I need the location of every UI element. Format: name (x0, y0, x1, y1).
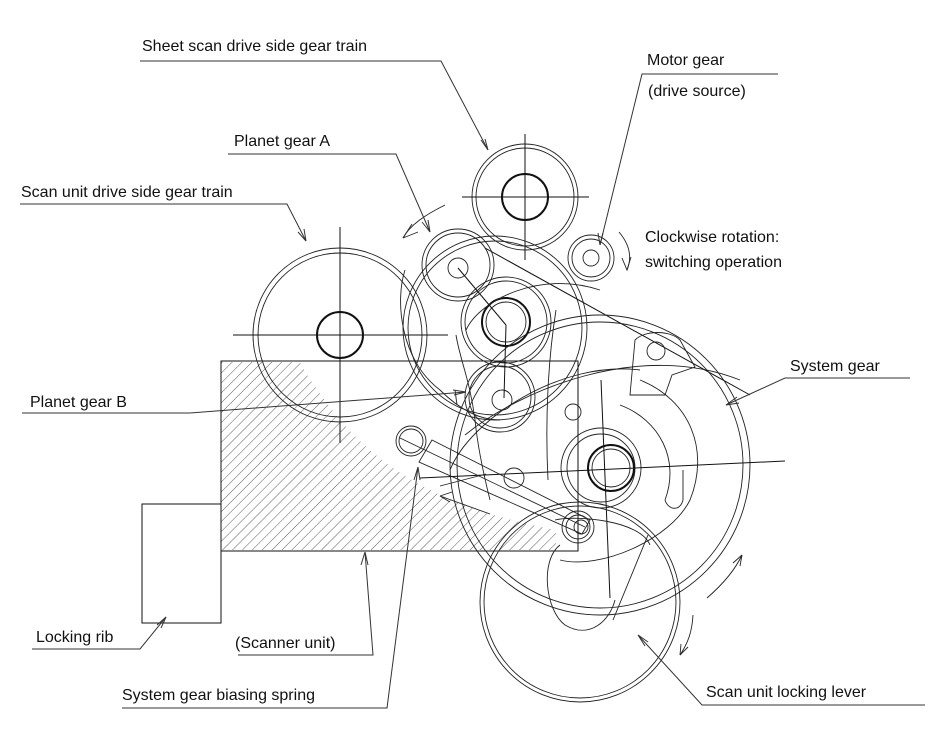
sun-gear (460, 276, 552, 368)
motor-gear (567, 234, 615, 282)
carrier-arm (455, 267, 601, 501)
rotation-arrow-system (706, 554, 743, 599)
planet-carrier-ring (400, 235, 588, 421)
label-locking-rib: Locking rib (36, 629, 113, 646)
scan-unit-locking-lever (479, 501, 681, 703)
planet-gear-b (464, 361, 536, 433)
rotation-arrow-lever (679, 614, 694, 656)
label-planet-gear-a: Planet gear A (234, 133, 330, 150)
label-locking-lever: Scan unit locking lever (706, 684, 867, 701)
label-planet-gear-b: Planet gear B (30, 394, 127, 411)
locking-rib (141, 503, 222, 624)
system-gear-biasing-spring (395, 425, 591, 535)
label-drive-source: (drive source) (648, 83, 746, 100)
leader-lines (20, 60, 925, 709)
scanner-unit (220, 360, 579, 552)
rotation-arrow-a-head (402, 223, 419, 239)
label-biasing-spring: System gear biasing spring (122, 687, 315, 704)
label-clockwise-rotation: Clockwise rotation: (645, 229, 779, 246)
label-scanner-unit: (Scanner unit) (235, 635, 336, 652)
link-line (484, 247, 751, 396)
scan-unit-drive-gear (233, 227, 448, 443)
scanner-unit-hatch (221, 362, 556, 550)
label-scan-unit-train: Scan unit drive side gear train (21, 184, 233, 201)
label-system-gear: System gear (790, 358, 880, 375)
clockwise-arrow-head (621, 256, 632, 272)
label-switching-operation: switching operation (645, 254, 782, 271)
planet-gear-a (421, 228, 495, 302)
label-motor-gear: Motor gear (647, 52, 725, 69)
scanner-unit-outline (220, 360, 579, 552)
rotation-arrow-a (402, 204, 446, 239)
label-sheet-scan-train: Sheet scan drive side gear train (142, 38, 367, 55)
system-gear (419, 314, 786, 616)
